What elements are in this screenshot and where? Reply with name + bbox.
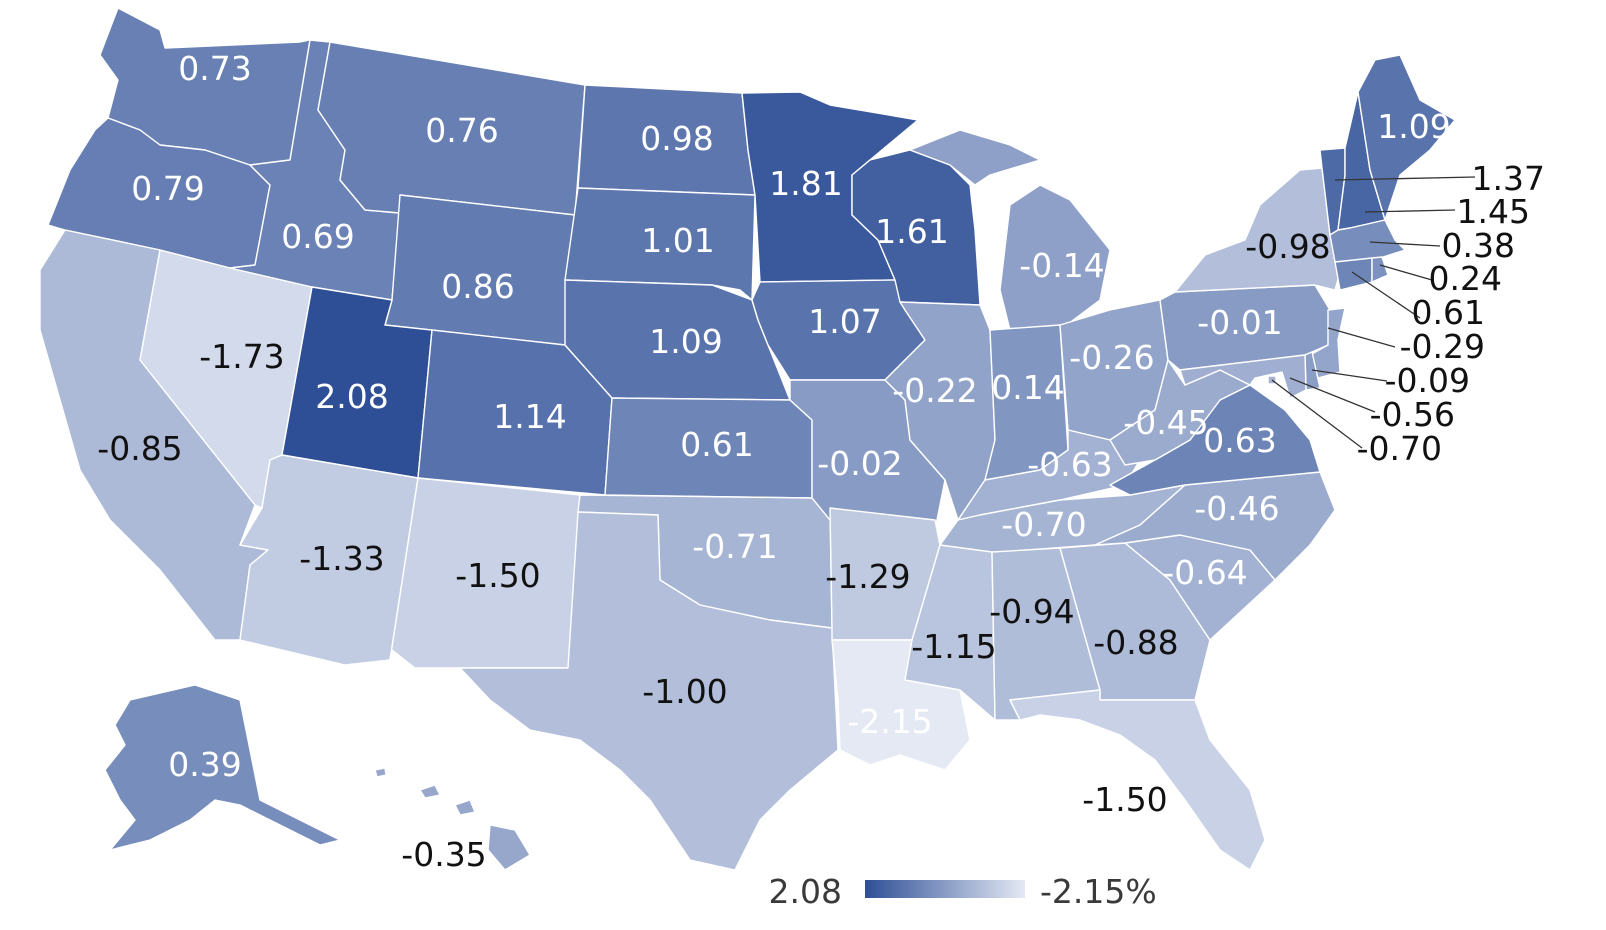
value-label-DE: -0.09 bbox=[1385, 361, 1470, 400]
value-label-MO: -0.02 bbox=[817, 444, 902, 483]
value-label-WA: 0.73 bbox=[178, 49, 251, 88]
value-label-OK: -0.71 bbox=[692, 527, 777, 566]
state-HI bbox=[374, 767, 531, 871]
leader-line-CT bbox=[1351, 271, 1421, 319]
value-label-NV: -1.73 bbox=[199, 337, 284, 376]
value-label-OH: -0.26 bbox=[1069, 338, 1154, 377]
state-NC bbox=[1094, 471, 1336, 581]
value-label-MT: 0.76 bbox=[425, 111, 498, 150]
state-shapes bbox=[39, 7, 1456, 871]
value-label-MD: -0.56 bbox=[1370, 395, 1455, 434]
value-label-MN: 1.81 bbox=[769, 164, 842, 203]
value-label-PA: -0.01 bbox=[1197, 303, 1282, 342]
value-label-VA: 0.63 bbox=[1203, 421, 1276, 460]
value-label-SD: 1.01 bbox=[641, 221, 714, 260]
state-value-labels: 0.73 0.79 -0.85 -1.73 0.69 0.76 0.86 2.0… bbox=[97, 49, 1545, 874]
state-TX bbox=[459, 511, 839, 871]
leader-line-DE bbox=[1311, 369, 1388, 382]
value-label-IL: -0.22 bbox=[892, 371, 977, 410]
leader-line-MA bbox=[1369, 241, 1441, 247]
value-label-RI: 0.24 bbox=[1429, 259, 1502, 298]
state-RI bbox=[1371, 256, 1389, 283]
value-label-KY: -0.63 bbox=[1027, 445, 1112, 484]
value-label-ME: 1.09 bbox=[1377, 107, 1450, 146]
value-label-NC: -0.46 bbox=[1194, 489, 1279, 528]
leader-line-NJ bbox=[1327, 327, 1396, 348]
value-label-UT: 2.08 bbox=[315, 377, 388, 416]
callout-leader-lines bbox=[1271, 176, 1476, 449]
value-label-TN: -0.70 bbox=[1001, 505, 1086, 544]
value-label-MA: 0.38 bbox=[1442, 226, 1515, 265]
value-label-NY: -0.98 bbox=[1245, 227, 1330, 266]
value-label-DC: -0.70 bbox=[1357, 429, 1442, 468]
state-WI bbox=[851, 149, 981, 306]
state-MI bbox=[909, 129, 1111, 331]
value-label-MI: -0.14 bbox=[1019, 246, 1104, 285]
value-label-NM: -1.50 bbox=[455, 556, 540, 595]
color-legend: 2.08 -2.15% bbox=[769, 872, 1157, 911]
value-label-AZ: -1.33 bbox=[299, 539, 384, 578]
state-AK bbox=[104, 684, 341, 851]
value-label-IN: 0.14 bbox=[991, 368, 1064, 407]
leader-line-DC bbox=[1271, 379, 1363, 449]
value-label-SC: -0.64 bbox=[1162, 553, 1247, 592]
value-label-MS: -1.15 bbox=[911, 627, 996, 666]
value-label-ID: 0.69 bbox=[281, 217, 354, 256]
leader-line-MD bbox=[1289, 377, 1376, 413]
value-label-OR: 0.79 bbox=[131, 169, 204, 208]
legend-max-label: 2.08 bbox=[769, 872, 842, 911]
value-label-AR: -1.29 bbox=[825, 557, 910, 596]
value-label-VT: 1.37 bbox=[1472, 159, 1545, 198]
value-label-WY: 0.86 bbox=[441, 267, 514, 306]
value-label-NH: 1.45 bbox=[1457, 192, 1530, 231]
value-label-AL: -0.94 bbox=[989, 592, 1074, 631]
leader-line-RI bbox=[1379, 264, 1433, 281]
value-label-NJ: -0.29 bbox=[1400, 327, 1485, 366]
value-label-GA: -0.88 bbox=[1093, 623, 1178, 662]
value-label-CT: 0.61 bbox=[1412, 293, 1485, 332]
value-label-ND: 0.98 bbox=[640, 119, 713, 158]
value-label-IA: 1.07 bbox=[808, 302, 881, 341]
state-NJ bbox=[1309, 307, 1346, 379]
state-CT bbox=[1334, 257, 1373, 291]
value-label-LA: -2.15 bbox=[847, 702, 932, 741]
value-label-TX: -1.00 bbox=[642, 672, 727, 711]
value-label-HI: -0.35 bbox=[401, 835, 486, 874]
leader-line-VT bbox=[1334, 176, 1476, 181]
state-FL bbox=[1009, 689, 1266, 871]
value-label-NE: 1.09 bbox=[649, 322, 722, 361]
value-label-WI: 1.61 bbox=[875, 212, 948, 251]
legend-gradient-bar bbox=[865, 880, 1025, 898]
value-label-KS: 0.61 bbox=[680, 425, 753, 464]
value-label-FL: -1.50 bbox=[1082, 780, 1167, 819]
value-label-CO: 1.14 bbox=[493, 397, 566, 436]
state-MD bbox=[1179, 354, 1307, 399]
value-label-CA: -0.85 bbox=[97, 429, 182, 468]
value-label-WV: -0.45 bbox=[1123, 403, 1208, 442]
leader-line-NH bbox=[1364, 209, 1456, 213]
value-label-AK: 0.39 bbox=[168, 745, 241, 784]
legend-min-label: -2.15% bbox=[1040, 872, 1157, 911]
